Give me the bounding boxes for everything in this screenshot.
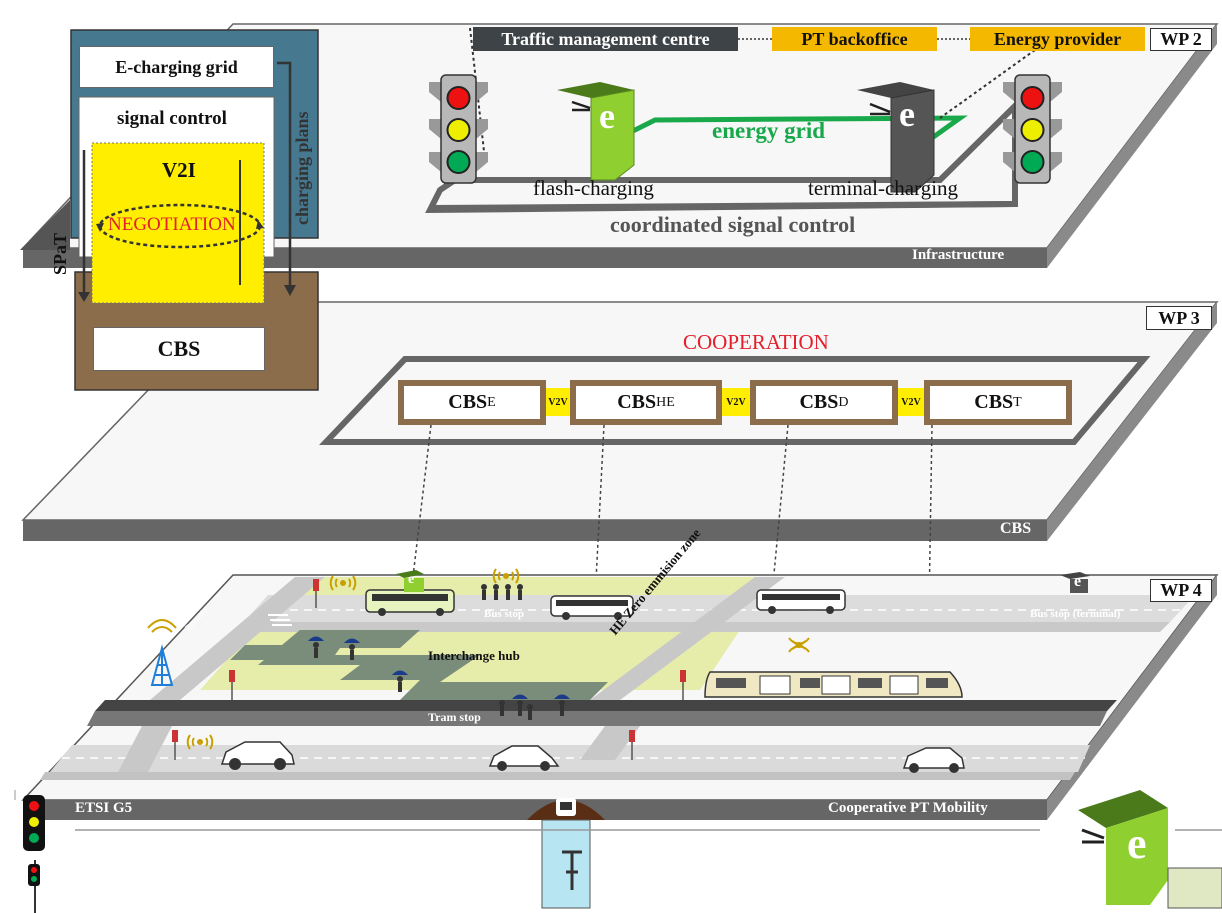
terminal-charger-small-letter: e: [1074, 573, 1081, 591]
cbs-unit-he-base: CBS: [617, 391, 656, 414]
tram-stop-label: Tram stop: [428, 710, 481, 725]
cbs-plane-edge: [23, 520, 1047, 541]
tram-track: [95, 700, 1117, 711]
e-charging-grid-box: E-charging grid: [79, 46, 274, 88]
spat-label: SPaT: [50, 233, 71, 275]
charger-bottom-right-icon: [1078, 790, 1222, 908]
v2v-label-2: V2V: [722, 388, 750, 416]
bus-diesel-icon: [757, 590, 845, 614]
interchange-hub-label: Interchange hub: [428, 648, 520, 664]
bottom-traffic-light-icon: [23, 795, 45, 913]
wp3-badge: WP 3: [1146, 306, 1212, 330]
cbs-unit-t-sup: T: [1013, 395, 1022, 411]
etsi-g5-label: ETSI G5: [75, 800, 132, 817]
negotiation-label: NEGOTIATION: [108, 214, 236, 236]
traffic-light-right-icon: [1003, 75, 1062, 183]
cbs-unit-e-base: CBS: [448, 391, 487, 414]
wp2-badge: WP 2: [1150, 28, 1212, 51]
cbs-unit-d-base: CBS: [799, 391, 838, 414]
tram-icon: [705, 672, 962, 697]
charging-plans-label: charging plans: [292, 111, 313, 225]
tmc-badge: Traffic management centre: [473, 27, 738, 51]
cbs-unit-d-sup: D: [838, 395, 848, 411]
wp4-badge: WP 4: [1150, 579, 1212, 602]
cooperation-label: COOPERATION: [683, 330, 829, 355]
terminal-charger-letter: e: [899, 93, 915, 135]
bus-stop-label: Bus stop: [484, 608, 524, 620]
v2i-label: V2I: [162, 158, 196, 183]
traffic-light-left-icon: [429, 75, 488, 183]
v2v-label-3: V2V: [898, 388, 924, 416]
infrastructure-layer-label: Infrastructure: [912, 247, 1004, 264]
signal-control-label: signal control: [117, 108, 227, 130]
energy-provider-badge: Energy provider: [970, 27, 1145, 51]
energy-grid-label: energy grid: [712, 118, 825, 144]
cbs-unit-t-base: CBS: [974, 391, 1013, 414]
charger-bottom-letter: e: [1127, 818, 1147, 869]
terminal-charging-label: terminal-charging: [808, 176, 958, 201]
bus-stop-terminal-label: Bus stop (terminal): [1030, 608, 1120, 620]
cbs-layer-label: CBS: [1000, 520, 1031, 538]
flash-charging-label: flash-charging: [533, 176, 654, 201]
cbs-panel-box: CBS: [93, 327, 265, 371]
pt-backoffice-badge: PT backoffice: [772, 27, 937, 51]
cbs-unit-e-sup: E: [487, 395, 496, 411]
bus-shelter-icon: [527, 798, 605, 908]
bus-charger-letter: e: [408, 572, 414, 588]
v2v-label-1: V2V: [546, 388, 570, 416]
coordinated-signal-control-label: coordinated signal control: [610, 212, 855, 238]
cbs-unit-he-sup: HE: [656, 395, 675, 411]
mobility-layer-label: Cooperative PT Mobility: [828, 800, 988, 817]
flash-charger-letter: e: [599, 95, 615, 137]
